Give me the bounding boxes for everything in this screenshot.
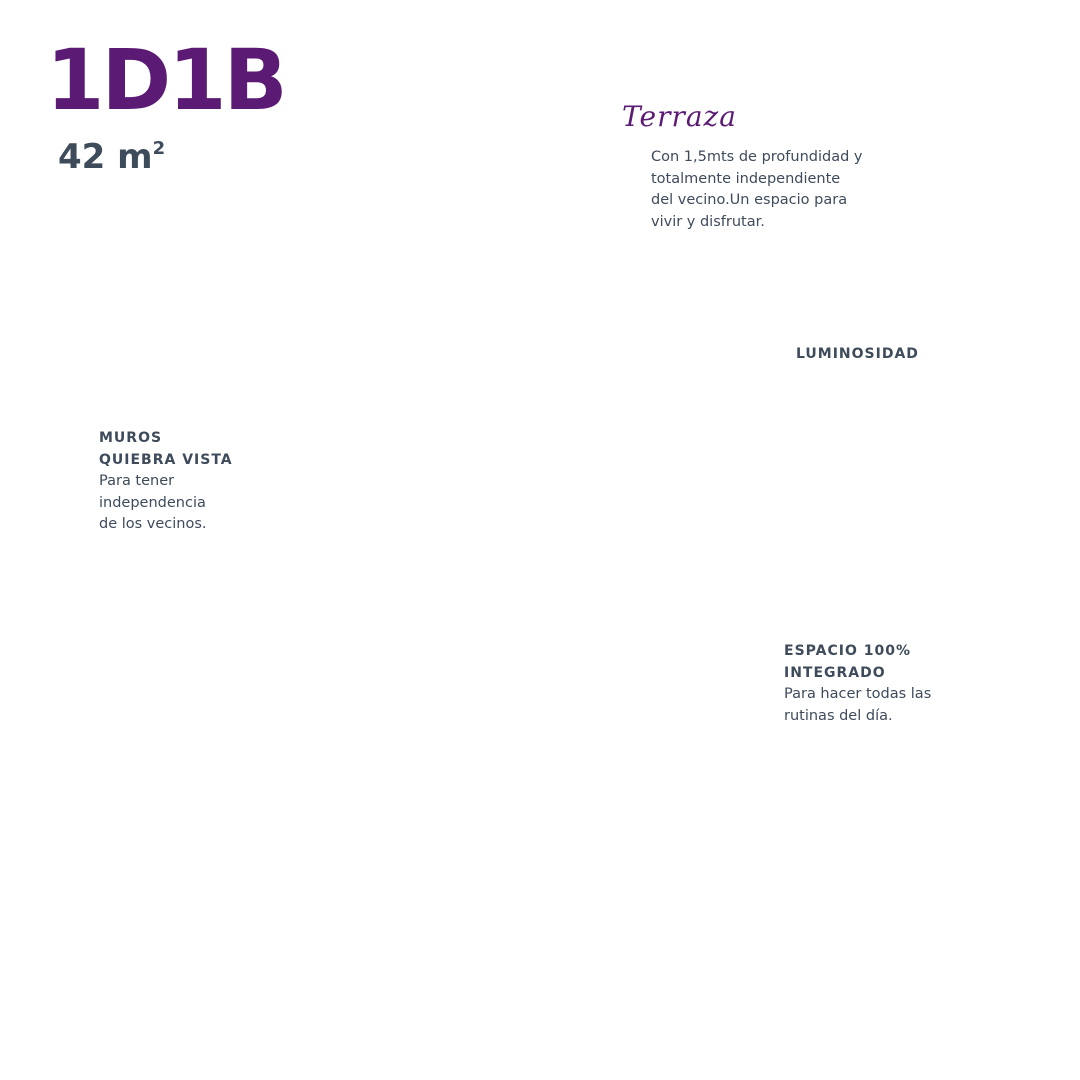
bedroom-door-icon (452, 581, 512, 637)
unit-area: 42 m2 (58, 137, 166, 177)
building-location-map (807, 896, 1046, 1049)
dining-table-icon (561, 635, 649, 714)
rug-icon (556, 434, 706, 571)
espacio-callout: ESPACIO 100% INTEGRADO Para hacer todas … (784, 640, 931, 727)
bathroom-door-icon (354, 728, 411, 785)
armchair-icon (595, 421, 667, 457)
tv-icon (496, 489, 504, 559)
unit-type-title: 1D1B (46, 31, 288, 129)
callout-leaders (136, 171, 847, 632)
terrace-area (346, 280, 722, 410)
sofa-icon (678, 446, 726, 563)
coffee-table-icon (597, 483, 647, 533)
terrace-table-icon (601, 309, 681, 381)
terraza-line: totalmente independiente (651, 170, 841, 187)
hammock-icon (364, 309, 503, 343)
kitchen-counter-icon (603, 640, 729, 839)
nightstand-icon (304, 424, 330, 637)
terraza-line: vivir y disfrutar. (651, 213, 765, 230)
area-value: 42 m (58, 137, 153, 177)
muros-title-line: MUROS (99, 430, 163, 446)
callout-marker-icon (281, 316, 630, 604)
closet-icon (304, 424, 536, 725)
bed-icon (302, 462, 454, 579)
walls (280, 250, 743, 855)
entrance-door-icon (521, 758, 601, 840)
muros-text-line: independencia (99, 494, 206, 511)
muros-text-line: de los vecinos. (99, 516, 207, 532)
area-unit-superscript: 2 (152, 138, 166, 159)
muros-title-line: QUIEBRA VISTA (99, 452, 233, 468)
plant-icon (673, 296, 717, 404)
side-table-icon (694, 577, 726, 609)
espacio-title-line: ESPACIO 100% (784, 643, 911, 659)
terraza-line: del vecino.Un espacio para (651, 192, 848, 208)
espacio-title-line: INTEGRADO (784, 665, 886, 681)
terraza-callout-text: Con 1,5mts de profundidad y totalmente i… (651, 147, 862, 233)
espacio-text-line: rutinas del día. (784, 707, 893, 724)
terrace-tiles (348, 282, 720, 408)
north-compass-icon (872, 903, 904, 937)
bath-floor (350, 729, 460, 789)
bathroom-fixtures (304, 734, 511, 838)
muros-text-line: Para tener (99, 473, 175, 489)
espacio-text-line: Para hacer todas las (784, 686, 932, 702)
terraza-line: Con 1,5mts de profundidad y (651, 149, 863, 165)
interior-floor (303, 412, 728, 840)
floor-tiles (303, 429, 680, 751)
highlighted-unit (852, 962, 913, 1003)
luminosidad-callout-title: LUMINOSIDAD (796, 346, 919, 362)
terraza-callout-title: Terraza (622, 100, 737, 133)
muros-callout: MUROS QUIEBRA VISTA Para tener independe… (99, 427, 233, 536)
